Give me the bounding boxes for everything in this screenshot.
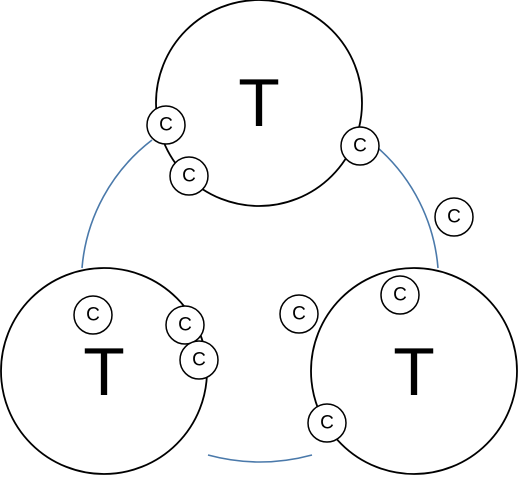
marker-8-label: C <box>292 304 306 325</box>
node-top: T <box>155 0 363 207</box>
arc-left <box>81 139 153 269</box>
node-bottom-left-label: T <box>83 334 125 410</box>
marker-5: C <box>73 295 113 335</box>
marker-6: C <box>165 305 205 345</box>
marker-3-label: C <box>353 136 367 157</box>
marker-2: C <box>169 156 209 196</box>
node-bottom-left: T <box>0 267 208 475</box>
marker-6-label: C <box>178 315 192 336</box>
marker-8: C <box>279 294 319 334</box>
node-bottom-right-circle <box>310 267 518 475</box>
marker-3: C <box>340 126 380 166</box>
marker-7: C <box>179 340 219 380</box>
marker-1: C <box>146 105 186 145</box>
marker-2-circle <box>169 156 209 196</box>
marker-1-circle <box>146 105 186 145</box>
marker-9-circle <box>380 275 420 315</box>
node-bottom-right: T <box>310 267 518 475</box>
marker-9-label: C <box>393 285 407 306</box>
node-bottom-right-label: T <box>393 334 435 410</box>
marker-4: C <box>434 197 474 237</box>
marker-4-label: C <box>447 207 461 228</box>
marker-3-circle <box>340 126 380 166</box>
marker-5-label: C <box>86 305 100 326</box>
marker-10-label: C <box>320 413 334 434</box>
marker-1-label: C <box>159 115 173 136</box>
marker-6-circle <box>165 305 205 345</box>
arc-right <box>377 147 439 269</box>
marker-8-circle <box>279 294 319 334</box>
marker-10: C <box>307 403 347 443</box>
marker-4-circle <box>434 197 474 237</box>
marker-7-label: C <box>192 350 206 371</box>
arc-bottom <box>207 454 313 463</box>
node-top-circle <box>155 0 363 207</box>
marker-5-circle <box>73 295 113 335</box>
marker-2-label: C <box>182 166 196 187</box>
marker-10-circle <box>307 403 347 443</box>
marker-9: C <box>380 275 420 315</box>
marker-7-circle <box>179 340 219 380</box>
node-top-label: T <box>238 65 280 141</box>
